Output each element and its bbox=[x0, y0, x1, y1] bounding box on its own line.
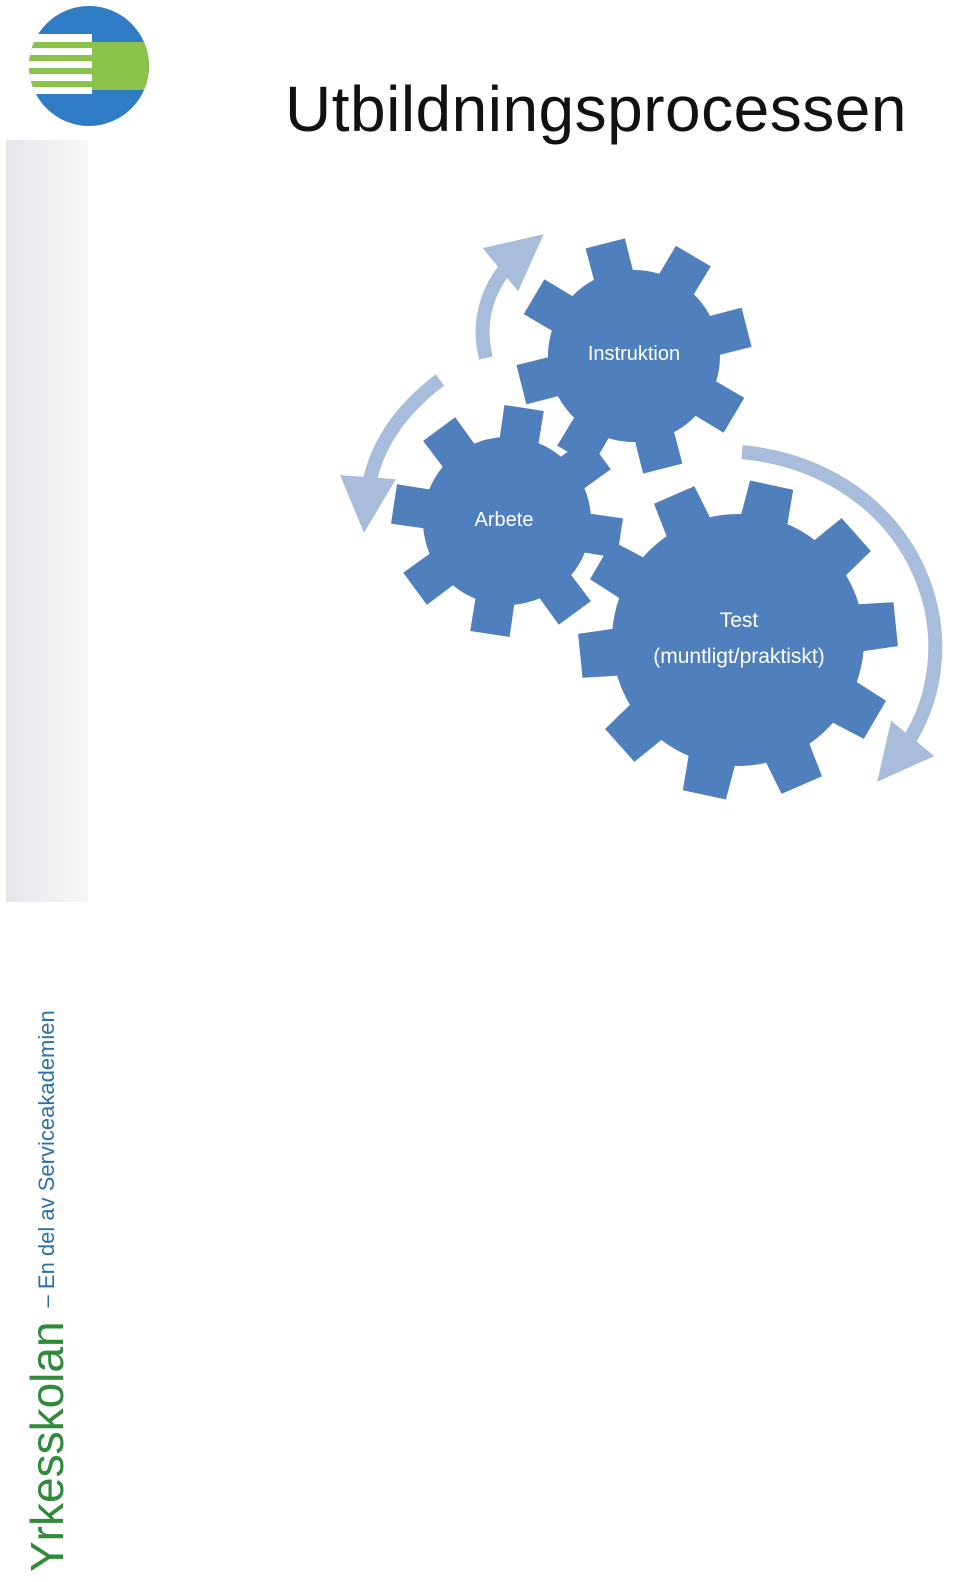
gear-label-instruktion: Instruktion bbox=[588, 343, 680, 365]
gear-arbete bbox=[391, 405, 623, 637]
gear-label-test: Test bbox=[720, 609, 759, 632]
brand-tagline: – En del av Serviceakademien bbox=[34, 1010, 59, 1308]
arrow-to-test bbox=[741, 445, 943, 782]
logo-icon bbox=[29, 6, 149, 126]
gear-test bbox=[578, 480, 898, 800]
sidebar-band: Yrkesskolan – En del av Serviceakademien bbox=[6, 140, 88, 1572]
arrow-to-arbete bbox=[340, 374, 445, 533]
gear-diagram: Instruktion Arbete Test (muntligt/prakti… bbox=[340, 234, 943, 800]
gear-label-arbete: Arbete bbox=[475, 509, 534, 531]
page-title: Utbildningsprocessen bbox=[285, 73, 907, 145]
gear-label-test-detail: (muntligt/praktiskt) bbox=[653, 645, 825, 668]
brand-name: Yrkesskolan bbox=[21, 1321, 73, 1572]
sidebar-text: Yrkesskolan – En del av Serviceakademien bbox=[6, 820, 88, 1582]
arrow-to-instruktion bbox=[475, 234, 544, 360]
gear-instruktion bbox=[516, 238, 752, 474]
